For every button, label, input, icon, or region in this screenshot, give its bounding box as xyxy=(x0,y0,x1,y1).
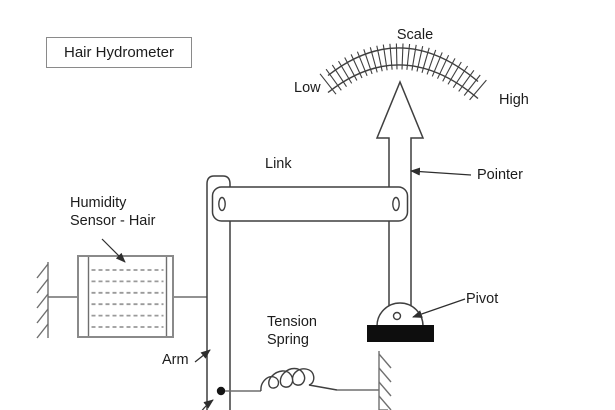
tension-spring-coil xyxy=(260,367,338,392)
pivot-hole xyxy=(392,311,402,321)
pivot-arrow-line xyxy=(412,298,466,318)
link-pin-right xyxy=(392,196,400,212)
tension-spring-label: Tension Spring xyxy=(267,313,317,349)
link-bar xyxy=(211,186,409,222)
scale-arc xyxy=(319,43,487,101)
scale-ticks xyxy=(319,43,487,101)
arm-label: Arm xyxy=(162,352,189,368)
pointer-label: Pointer xyxy=(477,167,523,183)
link-pin-left xyxy=(218,196,226,212)
humidity-sensor-label-line2: Sensor - Hair xyxy=(70,213,156,229)
tension-spring xyxy=(216,367,379,396)
title-box: Hair Hydrometer xyxy=(46,37,192,68)
pivot-base xyxy=(367,325,434,342)
humidity-sensor-label-line1: Humidity xyxy=(70,195,127,211)
scale-high-label: High xyxy=(499,92,529,108)
arm-arrow xyxy=(194,349,211,363)
spring-attach-arrow xyxy=(201,399,214,410)
left-wall-hatch xyxy=(36,262,49,339)
pivot-label: Pivot xyxy=(466,291,499,307)
tension-spring-label-line1: Tension xyxy=(267,314,317,330)
humidity-sensor-label: Humidity Sensor - Hair xyxy=(70,194,155,230)
sensor-hair-dashes xyxy=(91,269,164,328)
scale-label: Scale xyxy=(396,27,434,43)
humidity-arrow xyxy=(101,238,126,263)
tension-spring-label-line2: Spring xyxy=(267,332,309,348)
scale-low-label: Low xyxy=(294,80,321,96)
right-wall-hatch xyxy=(378,351,392,410)
arm-bar xyxy=(206,175,231,410)
pointer-arrow-line xyxy=(410,167,472,176)
spring-anchor-dot xyxy=(216,386,226,396)
humidity-sensor-body xyxy=(77,255,174,338)
link-label: Link xyxy=(265,156,292,172)
diagram-title: Hair Hydrometer xyxy=(63,44,175,61)
